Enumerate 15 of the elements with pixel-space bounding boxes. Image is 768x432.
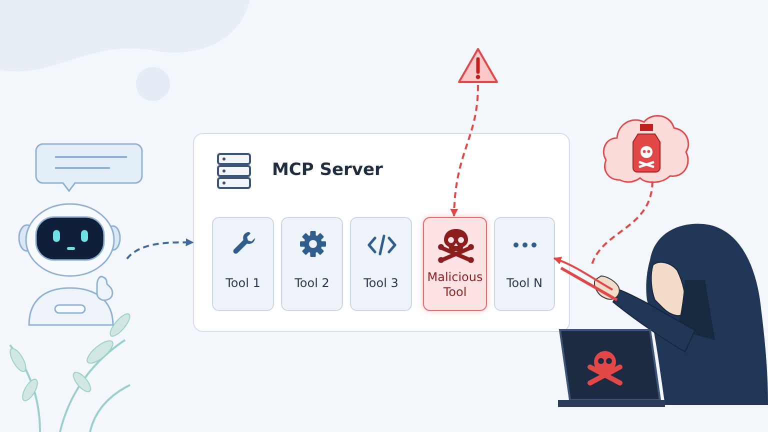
malicious-tool-card bbox=[423, 217, 487, 311]
arrow bbox=[553, 256, 613, 291]
tool-card bbox=[350, 217, 412, 311]
tool-label: Tool 2 bbox=[294, 276, 330, 291]
tool-card bbox=[212, 217, 274, 311]
tool-label: Tool N bbox=[505, 276, 544, 291]
tool-label: Tool 1 bbox=[224, 276, 262, 291]
tool-card bbox=[494, 217, 555, 311]
arrow bbox=[450, 84, 479, 217]
tool-label: Tool 3 bbox=[362, 276, 400, 291]
tool-card bbox=[281, 217, 343, 311]
server-panel bbox=[193, 133, 570, 332]
arrow bbox=[126, 238, 194, 260]
server-title: MCP Server bbox=[272, 160, 383, 180]
tool-label: Malicious Tool bbox=[426, 270, 484, 300]
